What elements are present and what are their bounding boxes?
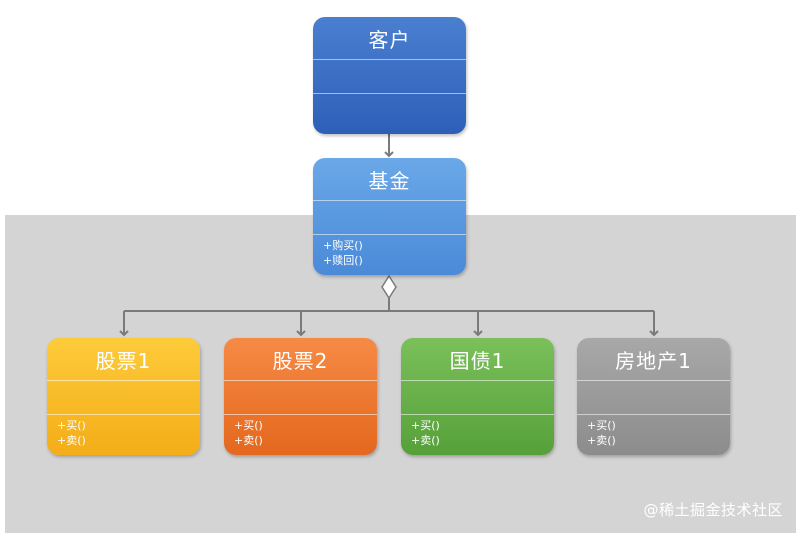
operation: +买() bbox=[234, 419, 263, 432]
divider bbox=[224, 380, 377, 381]
operation: +卖() bbox=[57, 434, 86, 447]
operation: +卖() bbox=[587, 434, 616, 447]
class-name: 国债1 bbox=[449, 348, 506, 373]
operations-section: +买() +卖() bbox=[47, 415, 200, 448]
attributes-section bbox=[224, 381, 377, 414]
attributes-section bbox=[313, 60, 466, 93]
operation: +购买() bbox=[323, 239, 363, 252]
divider bbox=[224, 414, 377, 415]
operation: +卖() bbox=[234, 434, 263, 447]
divider bbox=[577, 414, 730, 415]
class-name: 房地产1 bbox=[615, 348, 692, 373]
operation: +买() bbox=[411, 419, 440, 432]
class-name: 股票1 bbox=[95, 348, 152, 373]
divider bbox=[47, 414, 200, 415]
class-box-customer: 客户 bbox=[313, 17, 466, 134]
aggregation-diamond bbox=[381, 274, 397, 300]
divider bbox=[577, 380, 730, 381]
class-name: 股票2 bbox=[272, 348, 329, 373]
class-name: 基金 bbox=[368, 168, 411, 193]
operation: +买() bbox=[587, 419, 616, 432]
divider bbox=[401, 380, 554, 381]
operation: +赎回() bbox=[323, 254, 363, 267]
attributes-section bbox=[401, 381, 554, 414]
watermark: @稀土掘金技术社区 bbox=[643, 501, 783, 519]
class-name: 客户 bbox=[368, 27, 411, 52]
attributes-section bbox=[577, 381, 730, 414]
attributes-section bbox=[313, 201, 466, 234]
operations-section bbox=[313, 94, 466, 97]
class-box-realestate1: 房地产1 +买() +卖() bbox=[577, 338, 730, 455]
operations-section: +买() +卖() bbox=[224, 415, 377, 448]
divider bbox=[313, 93, 466, 94]
class-box-stock1: 股票1 +买() +卖() bbox=[47, 338, 200, 455]
divider bbox=[401, 414, 554, 415]
operation: +卖() bbox=[411, 434, 440, 447]
operations-section: +买() +卖() bbox=[401, 415, 554, 448]
divider bbox=[313, 59, 466, 60]
operation: +买() bbox=[57, 419, 86, 432]
divider bbox=[313, 200, 466, 201]
divider bbox=[313, 234, 466, 235]
operations-section: +购买() +赎回() bbox=[313, 235, 466, 268]
divider bbox=[47, 380, 200, 381]
operations-section: +买() +卖() bbox=[577, 415, 730, 448]
attributes-section bbox=[47, 381, 200, 414]
class-box-stock2: 股票2 +买() +卖() bbox=[224, 338, 377, 455]
class-box-bond1: 国债1 +买() +卖() bbox=[401, 338, 554, 455]
class-box-fund: 基金 +购买() +赎回() bbox=[313, 158, 466, 275]
